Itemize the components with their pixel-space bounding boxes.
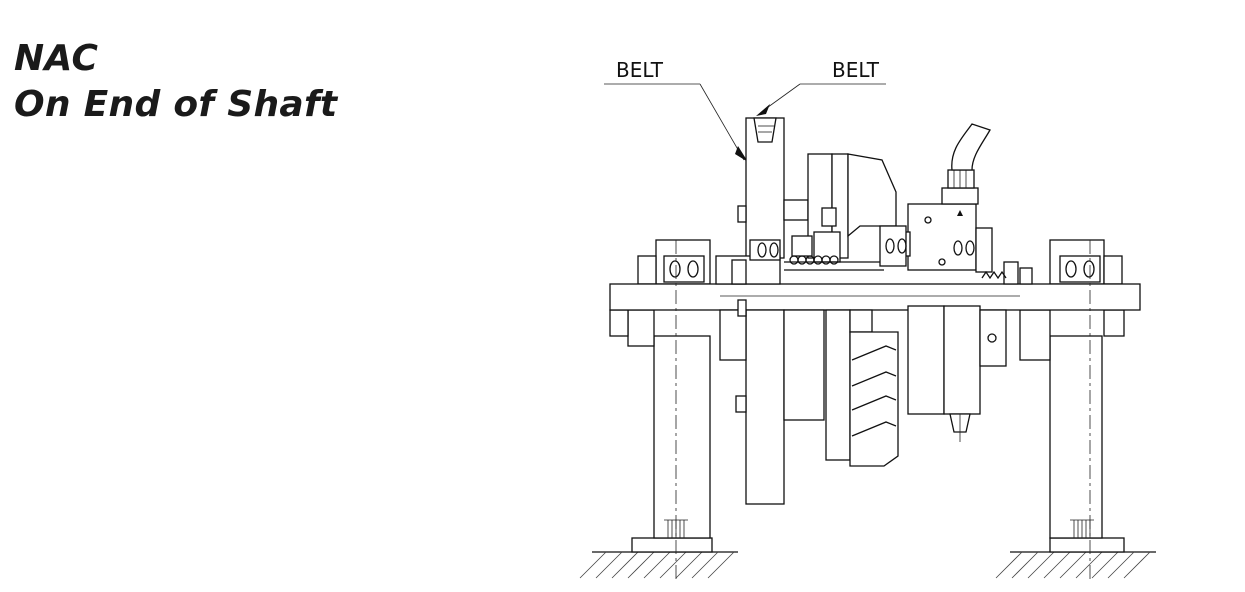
ground-hatch-left	[579, 551, 738, 579]
belt-leader-lines	[604, 83, 886, 162]
bearing-left	[663, 255, 705, 283]
title-line-2: On End of Shaft	[14, 84, 338, 125]
armature-disc	[907, 305, 1007, 442]
hub-and-key	[715, 239, 781, 285]
page-title: NAC On End of Shaft	[14, 36, 337, 128]
belt-label-right: BELT	[832, 58, 880, 82]
ground-hatch-right	[995, 551, 1156, 579]
actuator-housing	[879, 187, 993, 273]
belt-pulley	[737, 117, 809, 259]
hose-fitting	[947, 123, 991, 189]
title-line-1: NAC	[14, 38, 99, 79]
spring-coils	[784, 255, 884, 271]
threaded-end	[981, 261, 1033, 285]
bearing-right	[1059, 255, 1101, 283]
clutch-plates-lower	[825, 309, 899, 467]
support-stand-right	[1019, 239, 1125, 553]
main-shaft	[609, 283, 1141, 311]
belt-pulley-lower	[719, 299, 825, 505]
belt-label-left: BELT	[616, 58, 664, 82]
